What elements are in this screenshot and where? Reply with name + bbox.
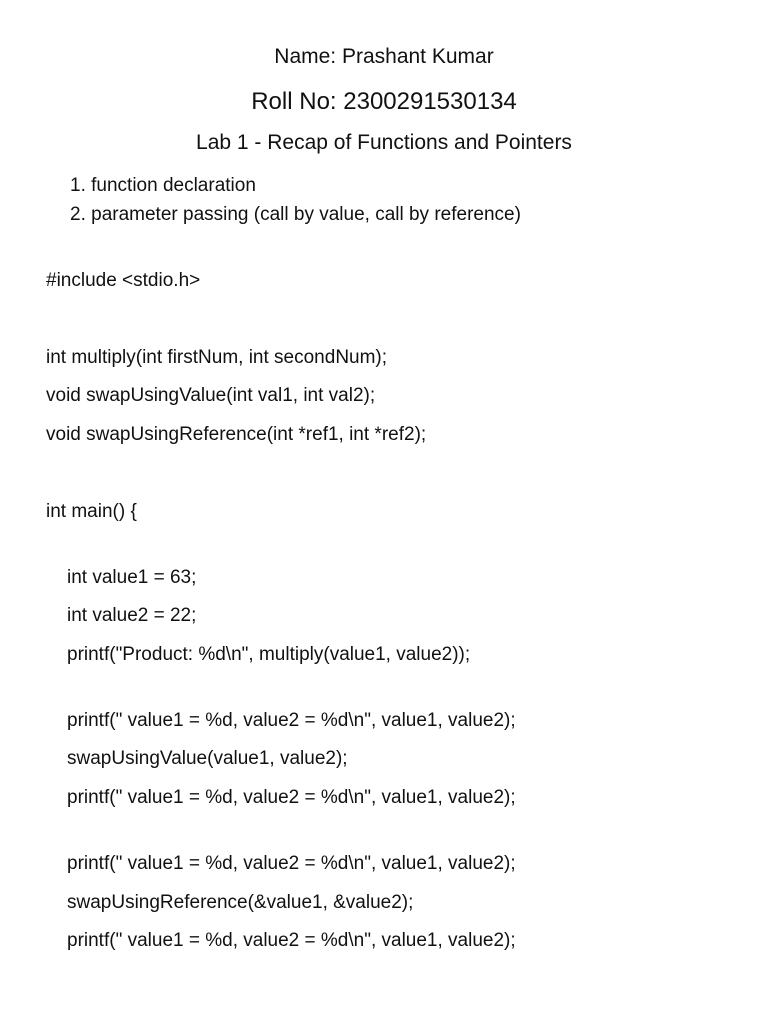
student-name: Name: Prashant Kumar — [274, 45, 494, 68]
topic-item: 1. function declaration — [70, 175, 256, 196]
code-line: void swapUsingReference(int *ref1, int *… — [46, 424, 427, 445]
topic-item: 2. parameter passing (call by value, cal… — [70, 204, 521, 225]
lab-title: Lab 1 - Recap of Functions and Pointers — [196, 131, 572, 154]
code-line: swapUsingValue(value1, value2); — [67, 748, 348, 769]
code-line: void swapUsingValue(int val1, int val2); — [46, 385, 376, 406]
code-line: int main() { — [46, 501, 137, 522]
code-line: int multiply(int firstNum, int secondNum… — [46, 347, 388, 368]
code-line: int value2 = 22; — [67, 605, 197, 626]
code-line: printf(" value1 = %d, value2 = %d\n", va… — [67, 710, 516, 731]
code-line: printf("Product: %d\n", multiply(value1,… — [67, 644, 471, 665]
code-line: printf(" value1 = %d, value2 = %d\n", va… — [67, 853, 516, 874]
code-line: printf(" value1 = %d, value2 = %d\n", va… — [67, 930, 516, 951]
code-line: printf(" value1 = %d, value2 = %d\n", va… — [67, 787, 516, 808]
roll-number: Roll No: 2300291530134 — [251, 88, 517, 115]
code-line: int value1 = 63; — [67, 567, 197, 588]
code-line: swapUsingReference(&value1, &value2); — [67, 892, 414, 913]
code-line: #include <stdio.h> — [46, 270, 201, 291]
topic-list: 1. function declaration 2. parameter pas… — [70, 174, 521, 232]
